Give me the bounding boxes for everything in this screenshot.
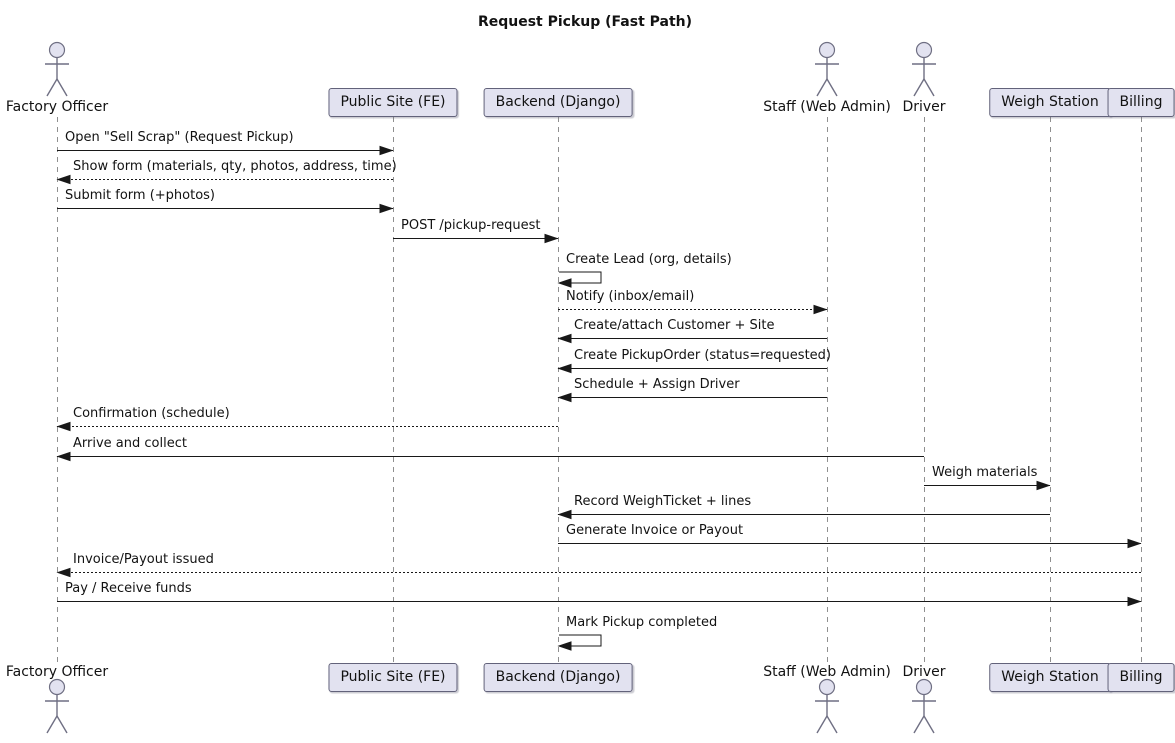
message-label: Confirmation (schedule): [73, 406, 230, 421]
self-message-line: [559, 271, 602, 284]
arrowhead: [1127, 596, 1142, 607]
arrowhead: [557, 363, 572, 374]
arrowhead: [56, 421, 71, 432]
arrowhead: [557, 641, 572, 651]
message-label: Mark Pickup completed: [566, 615, 718, 630]
arrowhead: [379, 203, 394, 214]
actor-figure-top-leg: [913, 78, 925, 97]
participant-box-top: Backend (Django): [483, 88, 633, 117]
arrowhead: [557, 509, 572, 520]
arrowhead: [557, 392, 572, 403]
message-label: Show form (materials, qty, photos, addre…: [73, 159, 397, 174]
self-message-line: [559, 634, 602, 647]
message-label: POST /pickup-request: [401, 218, 541, 233]
actor-label-bottom: Staff (Web Admin): [763, 664, 891, 680]
diagram-title: Request Pickup (Fast Path): [477, 14, 693, 30]
participant-box-top: Billing: [1107, 88, 1175, 117]
participant-box-bottom: Backend (Django): [483, 663, 633, 692]
arrowhead: [544, 233, 559, 244]
message-label: Create/attach Customer + Site: [574, 318, 775, 333]
actor-figure-top-leg: [923, 78, 935, 97]
message-label: Record WeighTicket + lines: [574, 494, 752, 509]
actor-figure-bottom-leg: [826, 715, 838, 734]
message-label: Create Lead (org, details): [566, 252, 732, 267]
actor-label-bottom: Driver: [902, 664, 946, 680]
arrowhead: [1036, 480, 1051, 491]
actor-figure-bottom-head: [915, 678, 933, 696]
arrowhead: [813, 304, 828, 315]
message-label: Create PickupOrder (status=requested): [574, 348, 831, 363]
arrowhead: [557, 333, 572, 344]
message-label: Notify (inbox/email): [566, 289, 695, 304]
arrowhead: [56, 174, 71, 185]
arrowhead: [56, 567, 71, 578]
actor-figure-bottom-leg: [923, 715, 935, 734]
message-label: Submit form (+photos): [65, 188, 215, 203]
actor-figure-bottom-leg: [913, 715, 925, 734]
actor-figure-top-leg: [826, 78, 838, 97]
participant-box-top: Weigh Station: [989, 88, 1111, 117]
actor-figure-bottom-head: [48, 678, 66, 696]
actor-figure-top-leg: [56, 78, 68, 97]
actor-figure-top-leg: [816, 78, 828, 97]
message-label: Invoice/Payout issued: [73, 552, 214, 567]
message-label: Open "Sell Scrap" (Request Pickup): [65, 130, 294, 145]
arrowhead: [1127, 538, 1142, 549]
actor-figure-top-head: [915, 41, 933, 59]
actor-label-top: Driver: [902, 99, 946, 115]
actor-label-bottom: Factory Officer: [5, 664, 109, 680]
message-label: Arrive and collect: [73, 436, 187, 451]
actor-figure-bottom-leg: [46, 715, 58, 734]
actor-figure-top-head: [48, 41, 66, 59]
actor-figure-top-head: [818, 41, 836, 59]
message-label: Schedule + Assign Driver: [574, 377, 740, 392]
participant-box-bottom: Weigh Station: [989, 663, 1111, 692]
actor-figure-bottom-leg: [816, 715, 828, 734]
arrowhead: [56, 451, 71, 462]
message-label: Weigh materials: [932, 465, 1038, 480]
actor-figure-bottom-leg: [56, 715, 68, 734]
actor-label-top: Factory Officer: [5, 99, 109, 115]
actor-figure-top-leg: [46, 78, 58, 97]
actor-label-top: Staff (Web Admin): [763, 99, 891, 115]
participant-box-bottom: Public Site (FE): [328, 663, 458, 692]
actor-figure-bottom-head: [818, 678, 836, 696]
participant-box-bottom: Billing: [1107, 663, 1175, 692]
message-label: Pay / Receive funds: [65, 581, 192, 596]
message-label: Generate Invoice or Payout: [566, 523, 744, 538]
arrowhead: [379, 145, 394, 156]
arrowhead: [557, 278, 572, 288]
participant-box-top: Public Site (FE): [328, 88, 458, 117]
